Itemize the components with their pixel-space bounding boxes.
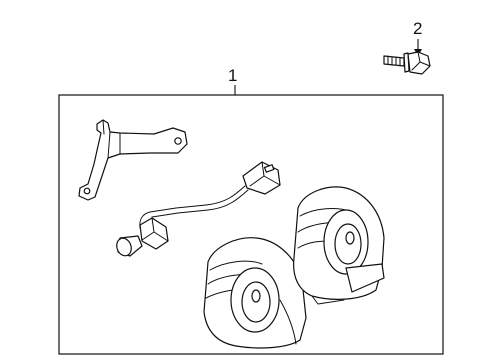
wiring-harness [116,161,281,257]
callout-2: 2 [413,19,422,56]
assembly-frame [58,94,444,355]
callout-1-label: 1 [228,66,237,85]
horn-bracket [78,119,188,201]
callout-2-label: 2 [413,19,422,38]
horn-low [203,237,307,349]
callout-1: 1 [228,66,237,95]
horn-high [293,186,385,305]
bolt-part [383,51,431,75]
